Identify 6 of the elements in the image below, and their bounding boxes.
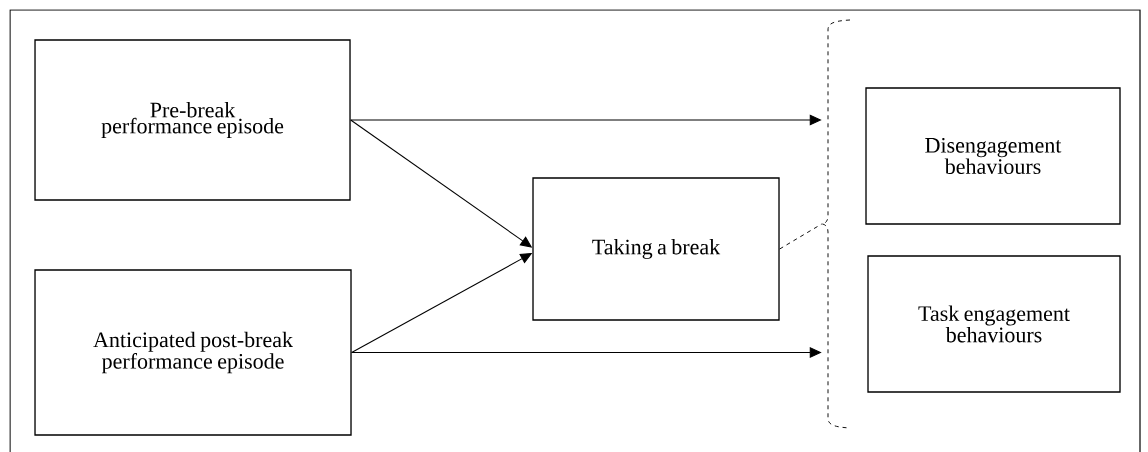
box: Pre-break performance episode [34, 39, 351, 201]
box: Disengagement behaviours [865, 87, 1121, 225]
box: Task engagement behaviours [867, 255, 1121, 393]
box: Anticipated post-break performance episode [34, 269, 352, 436]
box: Taking a break [532, 177, 780, 321]
bracket [821, 19, 851, 429]
